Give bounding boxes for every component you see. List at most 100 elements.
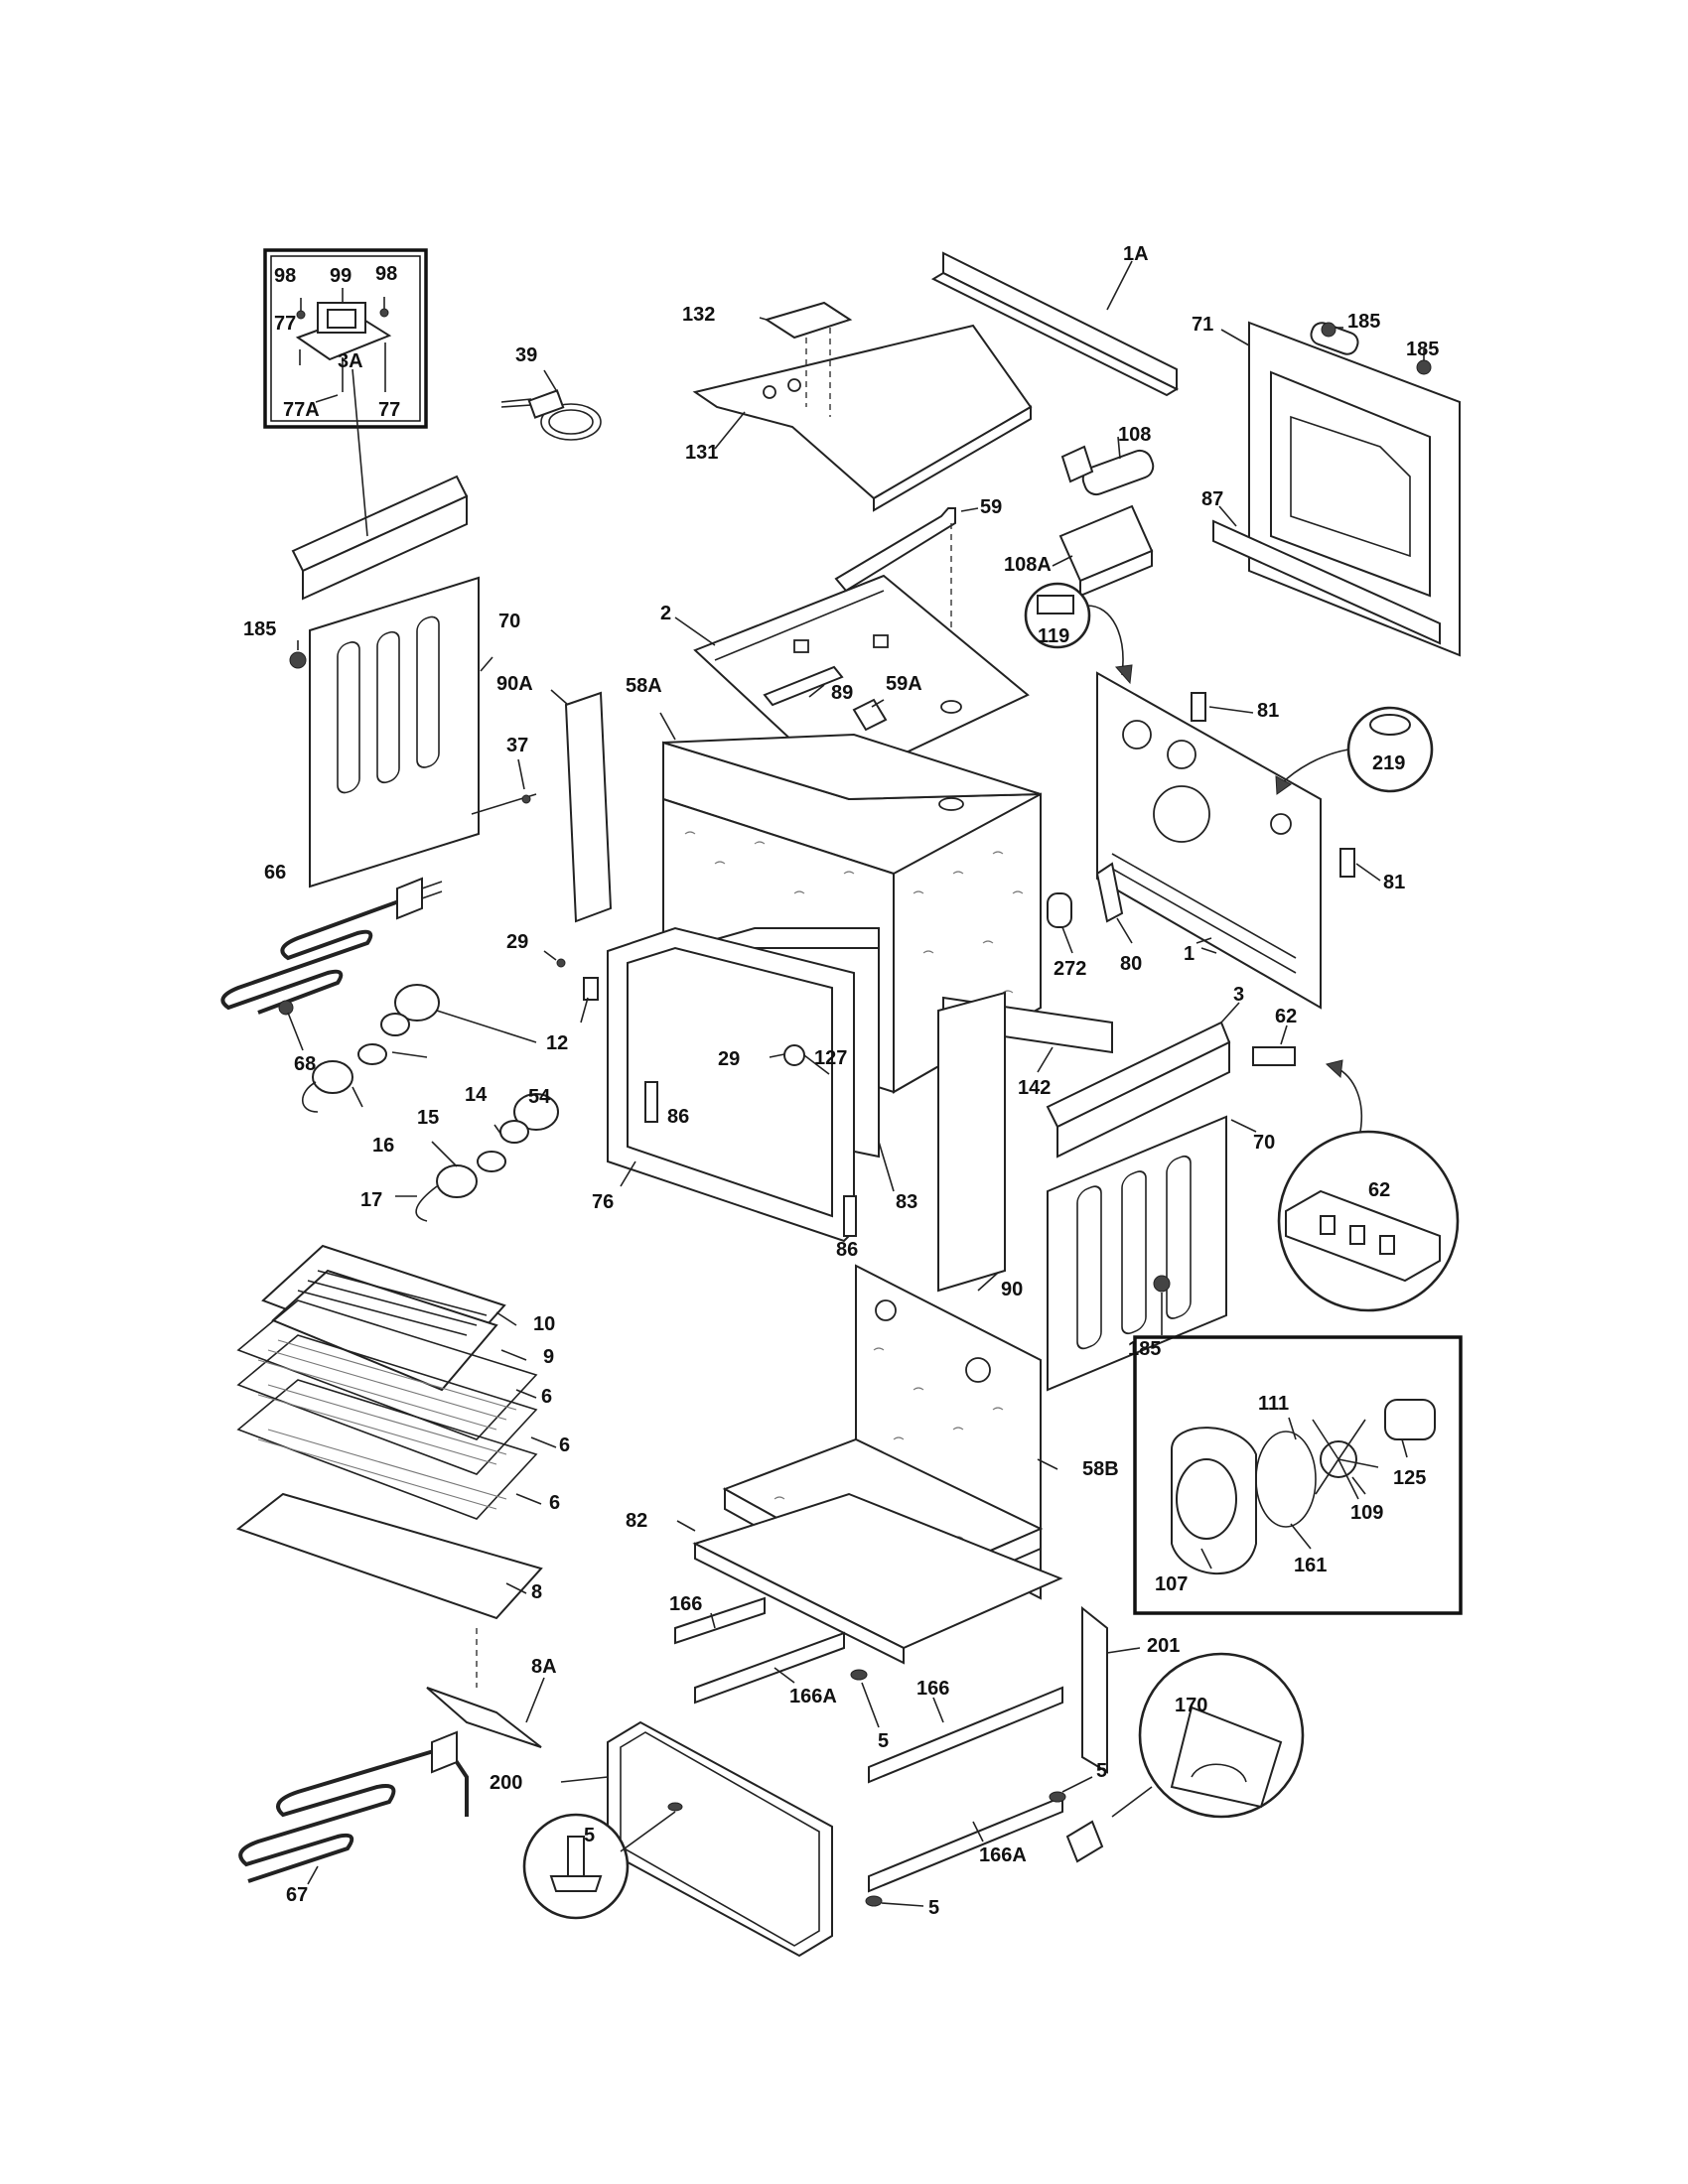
label-14: 14 bbox=[465, 1084, 488, 1106]
label-166Ab: 166A bbox=[979, 1844, 1027, 1866]
label-59A: 59A bbox=[886, 673, 922, 695]
label-131: 131 bbox=[685, 442, 718, 464]
label-2: 2 bbox=[660, 603, 671, 624]
label-1A: 1A bbox=[1123, 243, 1149, 265]
label-70b: 70 bbox=[1253, 1132, 1275, 1154]
label-86a: 86 bbox=[667, 1106, 689, 1128]
label-8A: 8A bbox=[531, 1656, 557, 1678]
label-15: 15 bbox=[417, 1107, 439, 1129]
label-89: 89 bbox=[831, 682, 853, 704]
label-132: 132 bbox=[682, 304, 715, 326]
bake-element bbox=[238, 1628, 545, 1885]
label-37: 37 bbox=[506, 735, 528, 756]
top-panel bbox=[692, 301, 1033, 512]
label-98a: 98 bbox=[274, 265, 296, 287]
label-12: 12 bbox=[546, 1032, 568, 1054]
cavity-fittings bbox=[543, 950, 830, 1075]
label-9: 9 bbox=[543, 1346, 554, 1368]
label-166Aa: 166A bbox=[789, 1686, 837, 1707]
label-111: 111 bbox=[1258, 1393, 1289, 1415]
label-83: 83 bbox=[896, 1191, 917, 1213]
label-5a: 5 bbox=[878, 1730, 889, 1752]
label-166b: 166 bbox=[916, 1678, 949, 1700]
label-17: 17 bbox=[360, 1189, 382, 1211]
label-67: 67 bbox=[286, 1884, 308, 1906]
label-54: 54 bbox=[528, 1086, 551, 1108]
label-87: 87 bbox=[1201, 488, 1223, 510]
label-81a: 81 bbox=[1257, 700, 1279, 722]
label-142: 142 bbox=[1018, 1077, 1051, 1099]
rear-wall-hardware bbox=[1047, 862, 1212, 954]
label-201: 201 bbox=[1147, 1635, 1180, 1657]
oven-lights bbox=[278, 984, 559, 1222]
label-66: 66 bbox=[264, 862, 286, 884]
label-58B: 58B bbox=[1082, 1458, 1119, 1480]
label-5c: 5 bbox=[584, 1825, 595, 1846]
label-62a: 62 bbox=[1275, 1006, 1297, 1027]
label-81b: 81 bbox=[1383, 872, 1405, 893]
label-185a: 185 bbox=[1347, 311, 1380, 333]
label-82: 82 bbox=[626, 1510, 647, 1532]
label-185b: 185 bbox=[1406, 339, 1439, 360]
label-70a: 70 bbox=[498, 611, 520, 632]
right-side-panels bbox=[1046, 1002, 1257, 1392]
label-39: 39 bbox=[515, 344, 537, 366]
cooling-fan bbox=[1052, 436, 1155, 598]
broiler-pan-and-racks bbox=[235, 1244, 557, 1620]
label-166a: 166 bbox=[669, 1593, 702, 1615]
label-71: 71 bbox=[1192, 314, 1213, 336]
label-3A: 3A bbox=[338, 350, 363, 372]
trim-strip-left bbox=[550, 689, 613, 923]
thermostat-callouts bbox=[1024, 582, 1434, 795]
label-119: 119 bbox=[1038, 625, 1069, 647]
label-1: 1 bbox=[1184, 943, 1195, 965]
label-200: 200 bbox=[490, 1772, 522, 1794]
label-6b: 6 bbox=[559, 1434, 570, 1456]
label-3: 3 bbox=[1233, 984, 1244, 1006]
base-tray bbox=[676, 1492, 1063, 1665]
label-219: 219 bbox=[1372, 752, 1405, 774]
side-bracket bbox=[1081, 1605, 1141, 1774]
label-99: 99 bbox=[330, 265, 352, 287]
control-board-inset bbox=[263, 248, 428, 429]
oven-door-frame bbox=[607, 926, 857, 1243]
leveling-legs bbox=[522, 1669, 1093, 1920]
label-86b: 86 bbox=[836, 1239, 858, 1261]
label-29b: 29 bbox=[718, 1048, 740, 1070]
label-272: 272 bbox=[1054, 958, 1086, 980]
label-107: 107 bbox=[1155, 1573, 1188, 1595]
label-77a: 77 bbox=[274, 313, 296, 335]
label-98b: 98 bbox=[375, 263, 397, 285]
label-8: 8 bbox=[531, 1581, 542, 1603]
label-76: 76 bbox=[592, 1191, 614, 1213]
left-side-panels bbox=[289, 368, 493, 888]
label-108A: 108A bbox=[1004, 554, 1052, 576]
label-68: 68 bbox=[294, 1053, 316, 1075]
label-90: 90 bbox=[1001, 1279, 1023, 1300]
broil-element bbox=[220, 877, 443, 1015]
label-6c: 6 bbox=[549, 1492, 560, 1514]
label-58A: 58A bbox=[626, 675, 662, 697]
label-109: 109 bbox=[1350, 1502, 1383, 1524]
label-108: 108 bbox=[1118, 424, 1151, 446]
label-77A: 77A bbox=[283, 399, 320, 421]
oven-rear-wall bbox=[1096, 671, 1381, 1010]
rear-panel bbox=[1212, 321, 1461, 657]
label-170: 170 bbox=[1175, 1695, 1207, 1716]
label-185c: 185 bbox=[243, 618, 276, 640]
part-labels: 98 99 98 77 77A 77 39 132 131 1A 185 185… bbox=[243, 243, 1439, 1919]
convection-fan-inset bbox=[1133, 1335, 1463, 1615]
terminal-block bbox=[1252, 1024, 1460, 1312]
label-10: 10 bbox=[533, 1313, 555, 1335]
label-125: 125 bbox=[1393, 1467, 1426, 1489]
label-77b: 77 bbox=[378, 399, 400, 421]
label-6a: 6 bbox=[541, 1386, 552, 1408]
oven-sensor bbox=[471, 758, 537, 815]
label-29a: 29 bbox=[506, 931, 528, 953]
label-59: 59 bbox=[980, 496, 1002, 518]
label-62b: 62 bbox=[1368, 1179, 1390, 1201]
label-185d: 185 bbox=[1128, 1338, 1161, 1360]
top-rail bbox=[930, 251, 1180, 397]
label-5b: 5 bbox=[1096, 1760, 1107, 1782]
